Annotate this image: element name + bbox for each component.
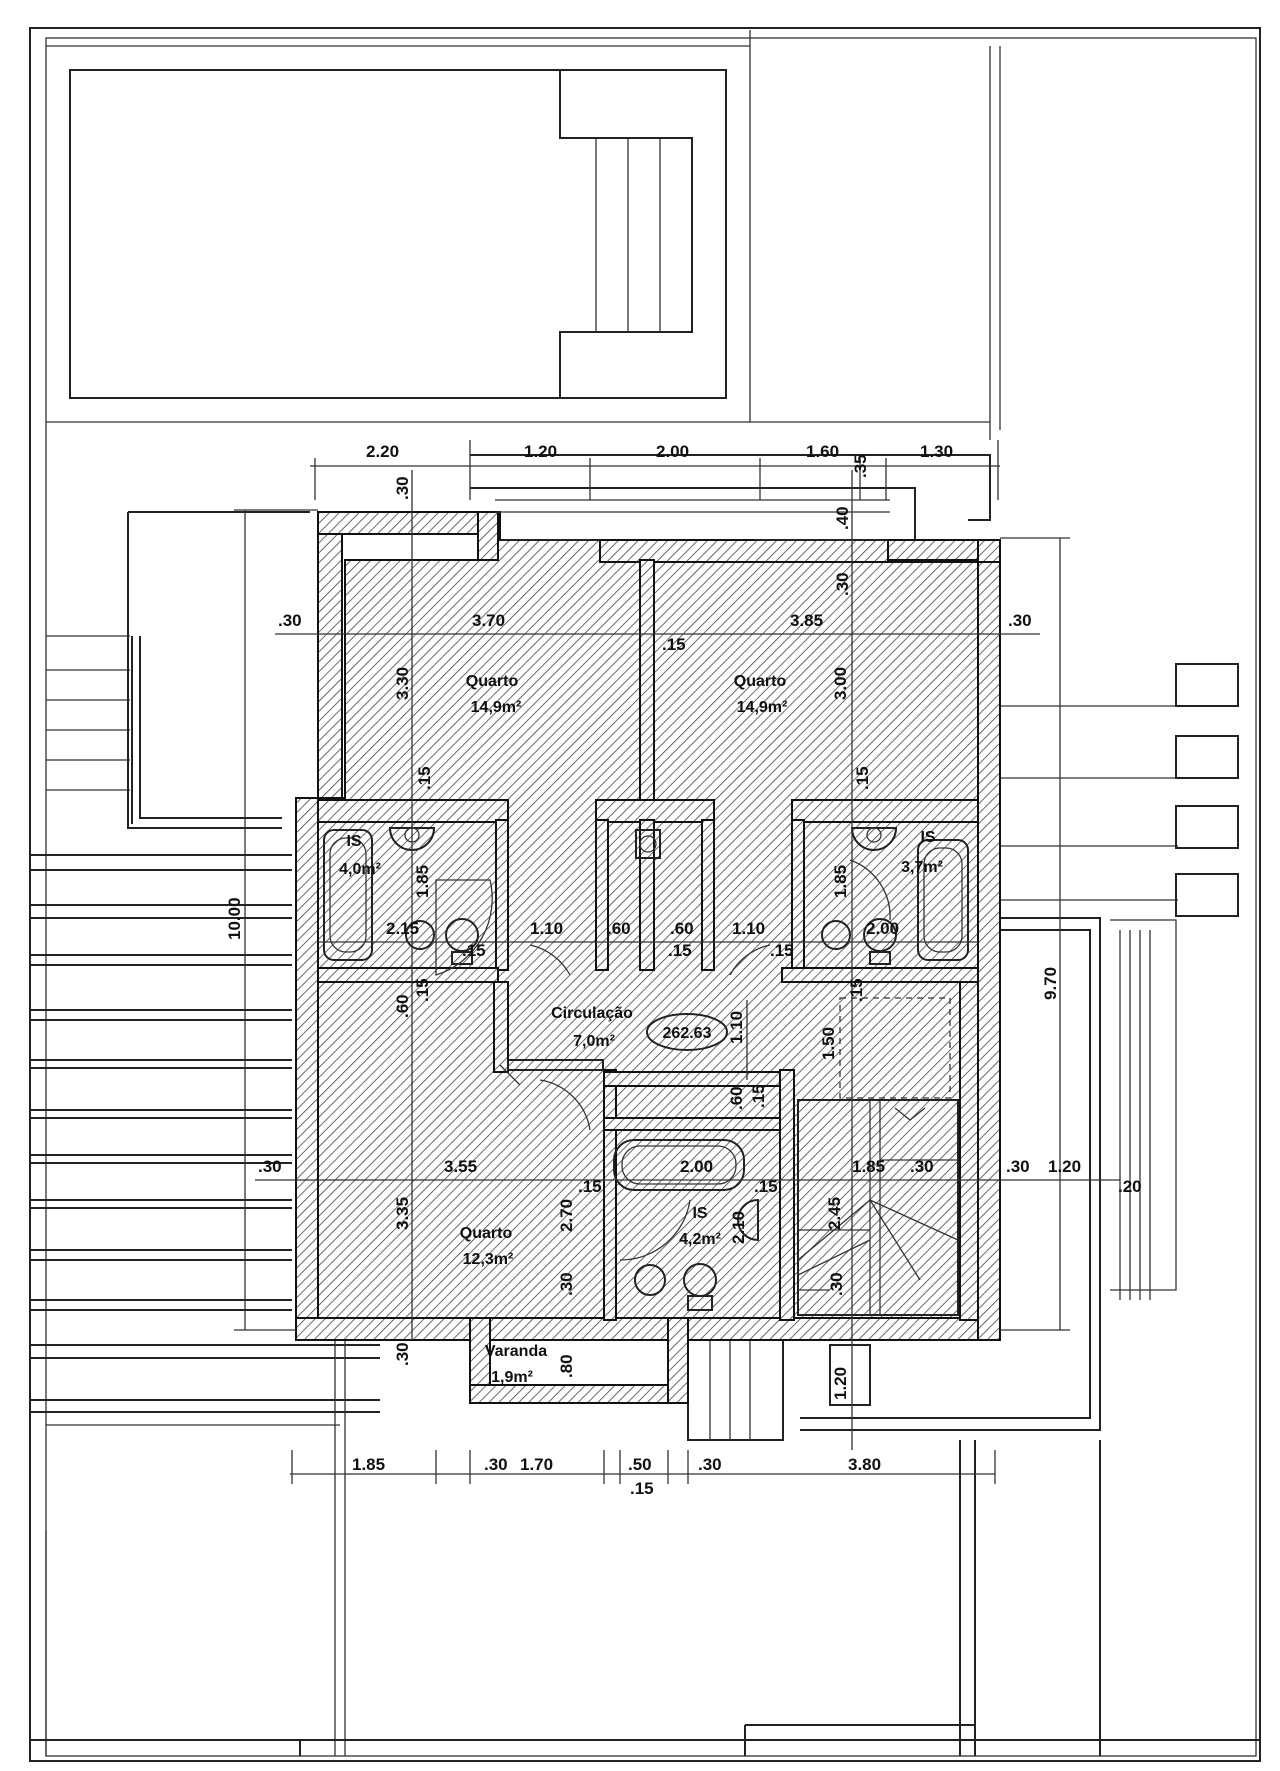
canopy — [470, 454, 991, 541]
dim-r3-355: 3.55 — [444, 1157, 477, 1176]
dim-r3-185: 1.85 — [852, 1157, 885, 1176]
dim-r3-30: .30 — [910, 1157, 934, 1176]
dim-v-1000: 10.00 — [225, 897, 244, 940]
dim-v-15-b: .15 — [853, 766, 872, 790]
dim-v-300: 3.00 — [831, 667, 850, 700]
dim-r2-110a: 1.10 — [530, 919, 563, 938]
dim-v-30-right: .30 — [833, 572, 852, 596]
dim-r2-15b: .15 — [668, 941, 692, 960]
elevation-tag: 262.63 — [663, 1025, 712, 1042]
dim-v-30-top: .30 — [393, 476, 412, 500]
dim-b-15: .15 — [630, 1479, 654, 1498]
dim-v-35-top: .35 — [851, 454, 870, 478]
dim-v-210: 2.10 — [729, 1211, 748, 1244]
dim-r3-200: 2.00 — [680, 1157, 713, 1176]
dim-r1-15: .15 — [662, 635, 686, 654]
dim-v-970: 9.70 — [1041, 967, 1060, 1000]
room-circulacao-name: Circulação — [551, 1005, 633, 1022]
dim-r2-60a: .60 — [607, 919, 631, 938]
dim-r1-30-left: .30 — [278, 611, 302, 630]
dim-top-200: 2.00 — [656, 442, 689, 461]
dim-top-220: 2.20 — [366, 442, 399, 461]
left-terrace — [30, 511, 380, 1756]
dim-r3-30b: .30 — [1006, 1157, 1030, 1176]
room-quarto-bottom-area: 12,3m² — [463, 1251, 514, 1268]
dim-v-185-right: 1.85 — [831, 865, 850, 898]
dim-v-30-b2: .30 — [827, 1272, 846, 1296]
dim-b-185: 1.85 — [352, 1455, 385, 1474]
dim-r2-110b: 1.10 — [732, 919, 765, 938]
room-is-right-name: IS — [920, 829, 935, 846]
dim-r2-15a: .15 — [462, 941, 486, 960]
pool — [69, 69, 727, 399]
dimension-labels: 2.20 1.20 2.00 1.60 1.30 .30 .35 .40 .30… — [225, 442, 1142, 1498]
interior-walls — [317, 559, 979, 1321]
dim-r3-20: .20 — [1118, 1177, 1142, 1196]
dim-v-330: 3.30 — [393, 667, 412, 700]
dim-r3-30-left: .30 — [258, 1157, 282, 1176]
room-circulacao-area: 7,0m² — [573, 1033, 615, 1050]
dim-v-15-left: .15 — [413, 978, 432, 1002]
room-quarto-right-area: 14,9m² — [737, 699, 788, 716]
room-is-left-area: 4,0m² — [339, 861, 381, 878]
dim-r1-30-right: .30 — [1008, 611, 1032, 630]
dim-top-120: 1.20 — [524, 442, 557, 461]
dim-r3-120: 1.20 — [1048, 1157, 1081, 1176]
room-is-bottom-area: 4,2m² — [679, 1231, 721, 1248]
dim-r2-15c: .15 — [770, 941, 794, 960]
dim-v-15-r3: .15 — [578, 1177, 602, 1196]
dim-b-170: 1.70 — [520, 1455, 553, 1474]
dim-v-110: 1.10 — [727, 1011, 746, 1044]
dim-v-270: 2.70 — [557, 1199, 576, 1232]
dim-r1-385: 3.85 — [790, 611, 823, 630]
room-is-left-name: IS — [346, 833, 361, 850]
dimension-lines — [234, 440, 1120, 1484]
site-boundary — [29, 27, 1261, 1762]
dim-b-30b: .30 — [698, 1455, 722, 1474]
room-varanda-area: 1,9m² — [491, 1369, 533, 1386]
dim-v-80: .80 — [557, 1354, 576, 1378]
room-quarto-left-name: Quarto — [466, 673, 519, 690]
dim-b-30a: .30 — [484, 1455, 508, 1474]
elevation-tag-ellipse — [646, 1013, 728, 1051]
dim-v-30-b1: .30 — [557, 1272, 576, 1296]
dim-r1-370: 3.70 — [472, 611, 505, 630]
dim-v-355: 3.35 — [393, 1197, 412, 1230]
fixtures — [323, 827, 969, 1311]
right-terrace — [800, 663, 1239, 1756]
dim-v-60-left: .60 — [393, 994, 412, 1018]
dim-v-120-bottom: 1.20 — [831, 1367, 850, 1400]
room-quarto-left-area: 14,9m² — [471, 699, 522, 716]
room-is-bottom-name: IS — [692, 1205, 707, 1222]
room-labels: Quarto 14,9m² Quarto 14,9m² IS 4,0m² IS … — [339, 673, 943, 1386]
dim-v-15-r3b: .15 — [754, 1177, 778, 1196]
dim-v-185-left: 1.85 — [413, 865, 432, 898]
dim-r2-215: 2.15 — [386, 919, 419, 938]
room-varanda-name: Varanda — [485, 1343, 547, 1360]
dim-v-15-mid: .15 — [749, 1084, 768, 1108]
dim-v-245: 2.45 — [825, 1197, 844, 1230]
room-is-right-area: 3,7m² — [901, 859, 943, 876]
dim-v-30-b3: .30 — [393, 1342, 412, 1366]
dim-r2-60b: .60 — [670, 919, 694, 938]
interior-stair — [797, 997, 959, 1316]
dim-b-50: .50 — [628, 1455, 652, 1474]
dim-v-150: 1.50 — [819, 1027, 838, 1060]
dim-v-15-stair: .15 — [847, 978, 866, 1002]
dim-top-160: 1.60 — [806, 442, 839, 461]
room-quarto-bottom-name: Quarto — [460, 1225, 513, 1242]
dim-r2-200: 2.00 — [866, 919, 899, 938]
dim-v-60-mid: .60 — [727, 1086, 746, 1110]
dim-top-130: 1.30 — [920, 442, 953, 461]
room-quarto-right-name: Quarto — [734, 673, 787, 690]
dim-b-380: 3.80 — [848, 1455, 881, 1474]
dim-v-15-a: .15 — [415, 766, 434, 790]
doors — [435, 859, 891, 1261]
dim-v-40: .40 — [833, 506, 852, 530]
lower-zone — [30, 1329, 1260, 1756]
